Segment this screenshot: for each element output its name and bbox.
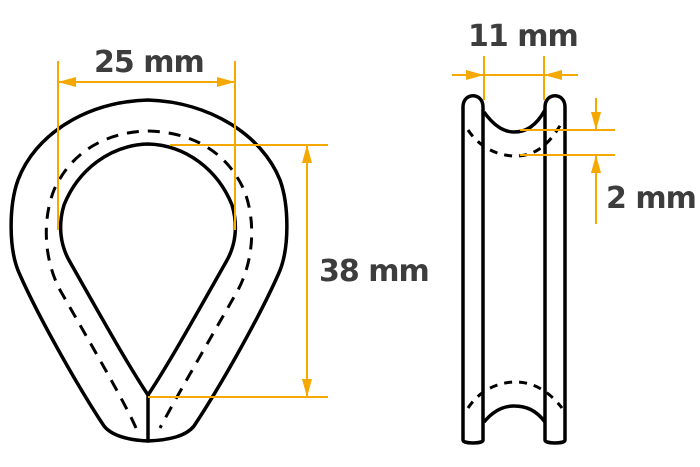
- arrow-right-icon: [217, 77, 235, 87]
- top-groove: [482, 109, 547, 134]
- side-view: [461, 94, 567, 445]
- right-flange: [543, 94, 567, 445]
- arrow-down-icon: [591, 112, 601, 130]
- bottom-groove: [482, 404, 547, 424]
- width-label: 25 mm: [94, 45, 205, 80]
- left-flange: [461, 94, 485, 445]
- arrow-right-icon: [466, 70, 484, 80]
- thimble-outer-outline: [9, 98, 289, 443]
- arrow-left-icon: [58, 77, 76, 87]
- arrow-up-icon: [591, 155, 601, 173]
- thimble-inner-outline: [58, 142, 238, 397]
- groove-depth-label: 2 mm: [606, 181, 697, 216]
- side-view-dimensions: [452, 56, 615, 224]
- height-label: 38 mm: [319, 254, 430, 289]
- front-view-dimensions: [57, 61, 328, 398]
- side-width-label: 11 mm: [468, 19, 579, 54]
- arrow-up-icon: [302, 145, 312, 163]
- front-view-dashed-center: [44, 129, 254, 429]
- arrow-left-icon: [544, 70, 562, 80]
- front-view: [9, 98, 289, 443]
- arrow-down-icon: [302, 379, 312, 397]
- side-view-dashed: [466, 121, 564, 409]
